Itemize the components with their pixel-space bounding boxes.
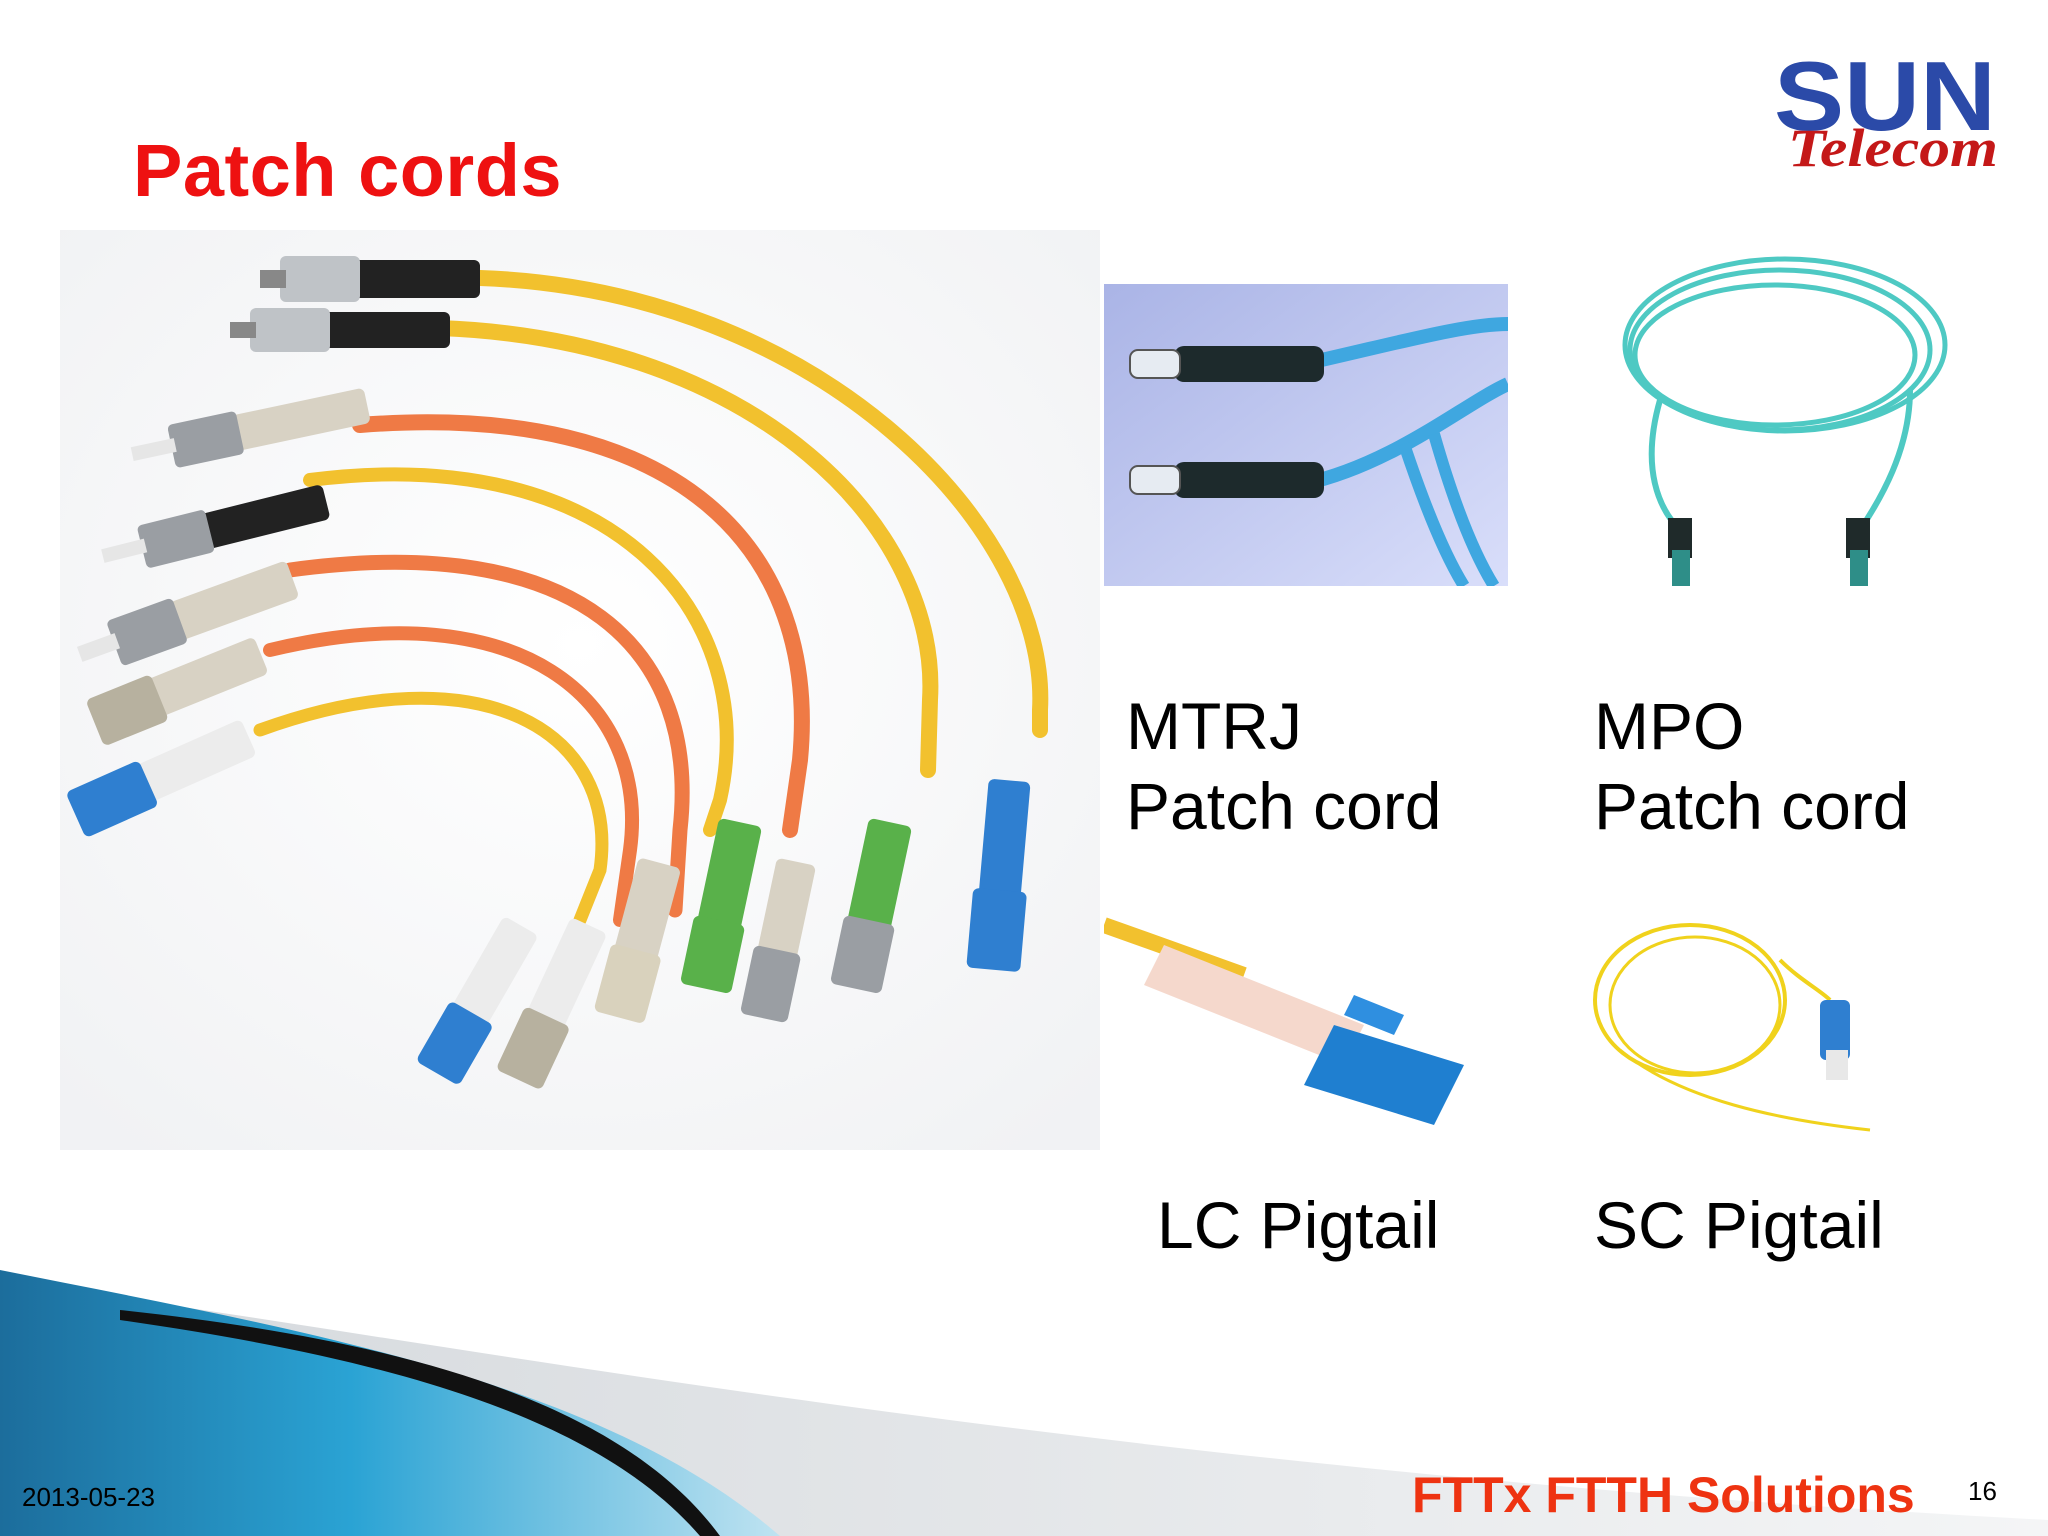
mtrj-caption-line2: Patch cord: [1126, 769, 1442, 843]
sun-telecom-logo: SUN Telecom: [1770, 41, 2010, 182]
mtrj-caption-line1: MTRJ: [1126, 689, 1302, 763]
mpo-patch-cord-photo: [1580, 250, 1960, 595]
sc-pigtail-caption: SC Pigtail: [1594, 1188, 1884, 1262]
sc-pigtail-photo: [1580, 900, 1880, 1140]
mtrj-patch-cord-photo: [1104, 284, 1508, 586]
mpo-caption-line2: Patch cord: [1594, 769, 1910, 843]
footer-swoosh-decoration: [0, 1270, 2048, 1536]
mtrj-caption: MTRJ Patch cord: [1126, 686, 1442, 846]
mpo-caption-line1: MPO: [1594, 689, 1745, 763]
patch-cords-photo: [60, 230, 1100, 1150]
slide-title: Patch cords: [133, 129, 563, 212]
lc-pigtail-photo: [1104, 905, 1508, 1135]
svg-text:SUN: SUN: [1774, 42, 1996, 151]
page-number: 16: [1968, 1476, 1997, 1506]
svg-text:Telecom: Telecom: [1788, 118, 1998, 178]
mpo-caption: MPO Patch cord: [1594, 686, 1910, 846]
lc-pigtail-caption: LC Pigtail: [1157, 1188, 1440, 1262]
footer-brand: FTTx FTTH Solutions: [1412, 1467, 1915, 1523]
footer-date: 2013-05-23: [22, 1482, 155, 1512]
